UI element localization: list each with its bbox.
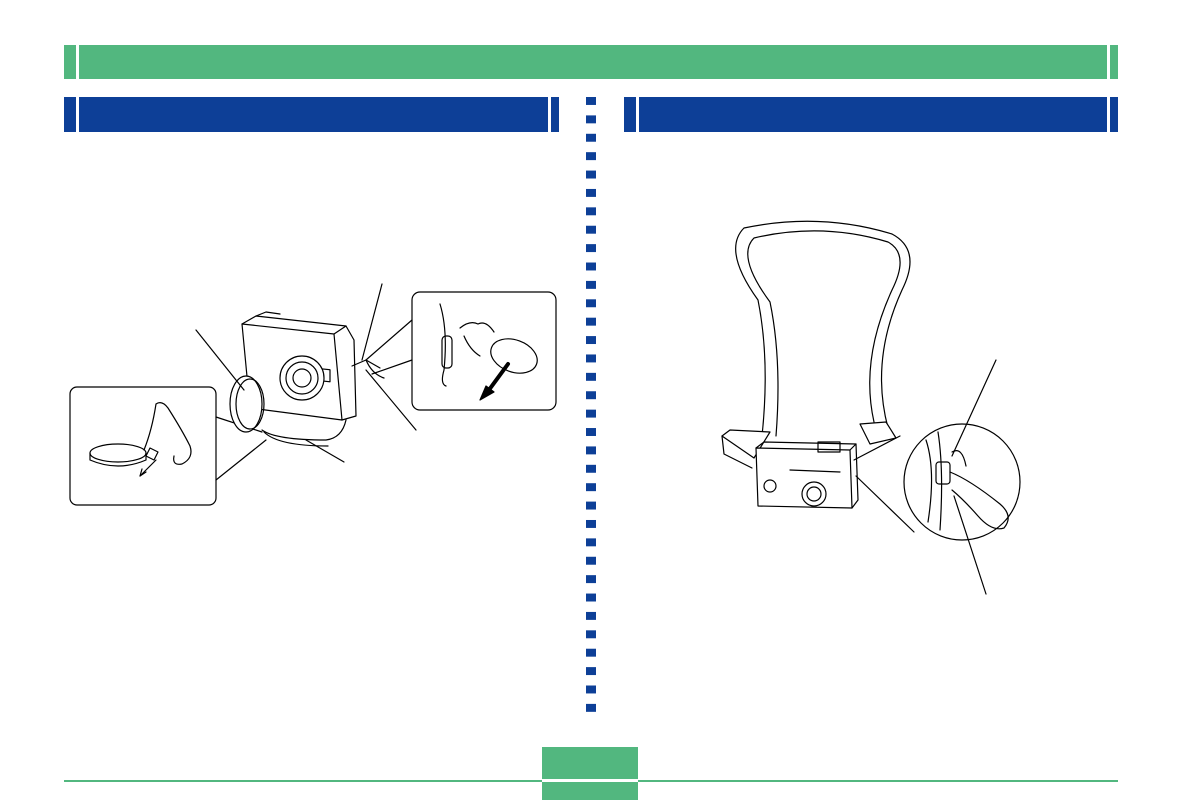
- left-section-right-edge: [548, 97, 551, 132]
- column-divider: [586, 97, 596, 722]
- left-section-left-edge: [76, 97, 79, 132]
- page-tab-notch: [542, 779, 638, 782]
- lens-cap-strap-illustration: [66, 280, 561, 510]
- neck-strap-illustration: [700, 210, 1040, 600]
- chapter-header-bar: [64, 45, 1118, 79]
- right-section-header: [624, 97, 1118, 132]
- left-section-header: [64, 97, 559, 132]
- header-bar-right-edge: [1107, 45, 1110, 79]
- right-section-right-edge: [1107, 97, 1110, 132]
- header-bar-left-edge: [76, 45, 79, 79]
- right-section-left-edge: [636, 97, 639, 132]
- page-number-tab: [542, 747, 638, 800]
